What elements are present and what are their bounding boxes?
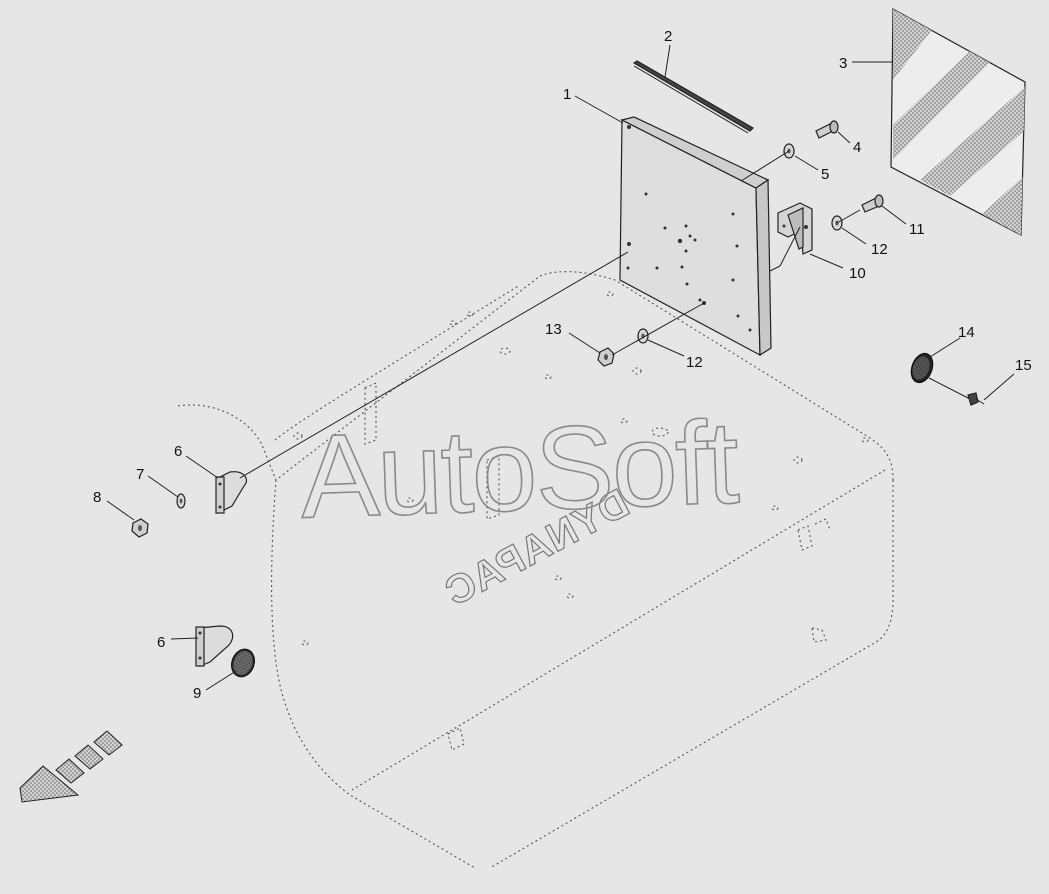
- callout-9: 9: [193, 685, 201, 702]
- callout-6-lower: 6: [157, 634, 165, 651]
- nut-part-8: [131, 518, 149, 538]
- callout-15: 15: [1015, 357, 1032, 374]
- housing-right-edge: [489, 480, 894, 869]
- engine-housing: DYNAPAC: [177, 271, 894, 869]
- rubber-strip: [632, 60, 754, 134]
- callout-1: 1: [563, 86, 571, 103]
- callout-labels: 1 2 3 4 5 6 7 8 6 9 10 11 12 12 13 14 15: [93, 28, 1032, 702]
- panel-plate: [619, 116, 772, 357]
- callout-4: 4: [853, 139, 861, 156]
- screw-part-15: [967, 392, 985, 406]
- callout-14: 14: [958, 324, 975, 341]
- reflector-bracket-part-6-lower: [195, 625, 234, 667]
- reflector-part-9: [231, 648, 255, 678]
- hinge-bracket-part-10: [777, 202, 813, 255]
- callout-8: 8: [93, 489, 101, 506]
- bolt-part-11: [861, 194, 884, 213]
- callout-3: 3: [839, 55, 847, 72]
- callout-11: 11: [909, 221, 925, 238]
- callout-2: 2: [664, 28, 672, 45]
- callout-10: 10: [849, 265, 866, 282]
- housing-holes: [293, 291, 869, 646]
- reflector-part-14: [910, 352, 934, 384]
- nut-part-13: [597, 347, 615, 367]
- washer-part-7: [176, 493, 186, 509]
- direction-arrow-icon: [19, 730, 123, 803]
- callout-6-upper: 6: [174, 443, 182, 460]
- bolt-part-4: [815, 120, 839, 139]
- callout-13: 13: [545, 321, 562, 338]
- callout-5: 5: [821, 166, 829, 183]
- callout-7: 7: [136, 466, 144, 483]
- housing-posts: [364, 382, 500, 520]
- watermark-text: AutoSoft: [298, 396, 740, 543]
- housing-fold-line: [351, 469, 886, 791]
- warning-sign: [890, 7, 1026, 236]
- callout-12-upper: 12: [871, 241, 888, 258]
- housing-top-outline: [177, 271, 894, 481]
- leader-lines: [106, 44, 1015, 691]
- housing-latches: [447, 518, 831, 751]
- housing-lower-outline: [271, 479, 476, 869]
- callout-12-lower: 12: [686, 354, 703, 371]
- reflector-bracket-part-6-upper: [215, 471, 248, 514]
